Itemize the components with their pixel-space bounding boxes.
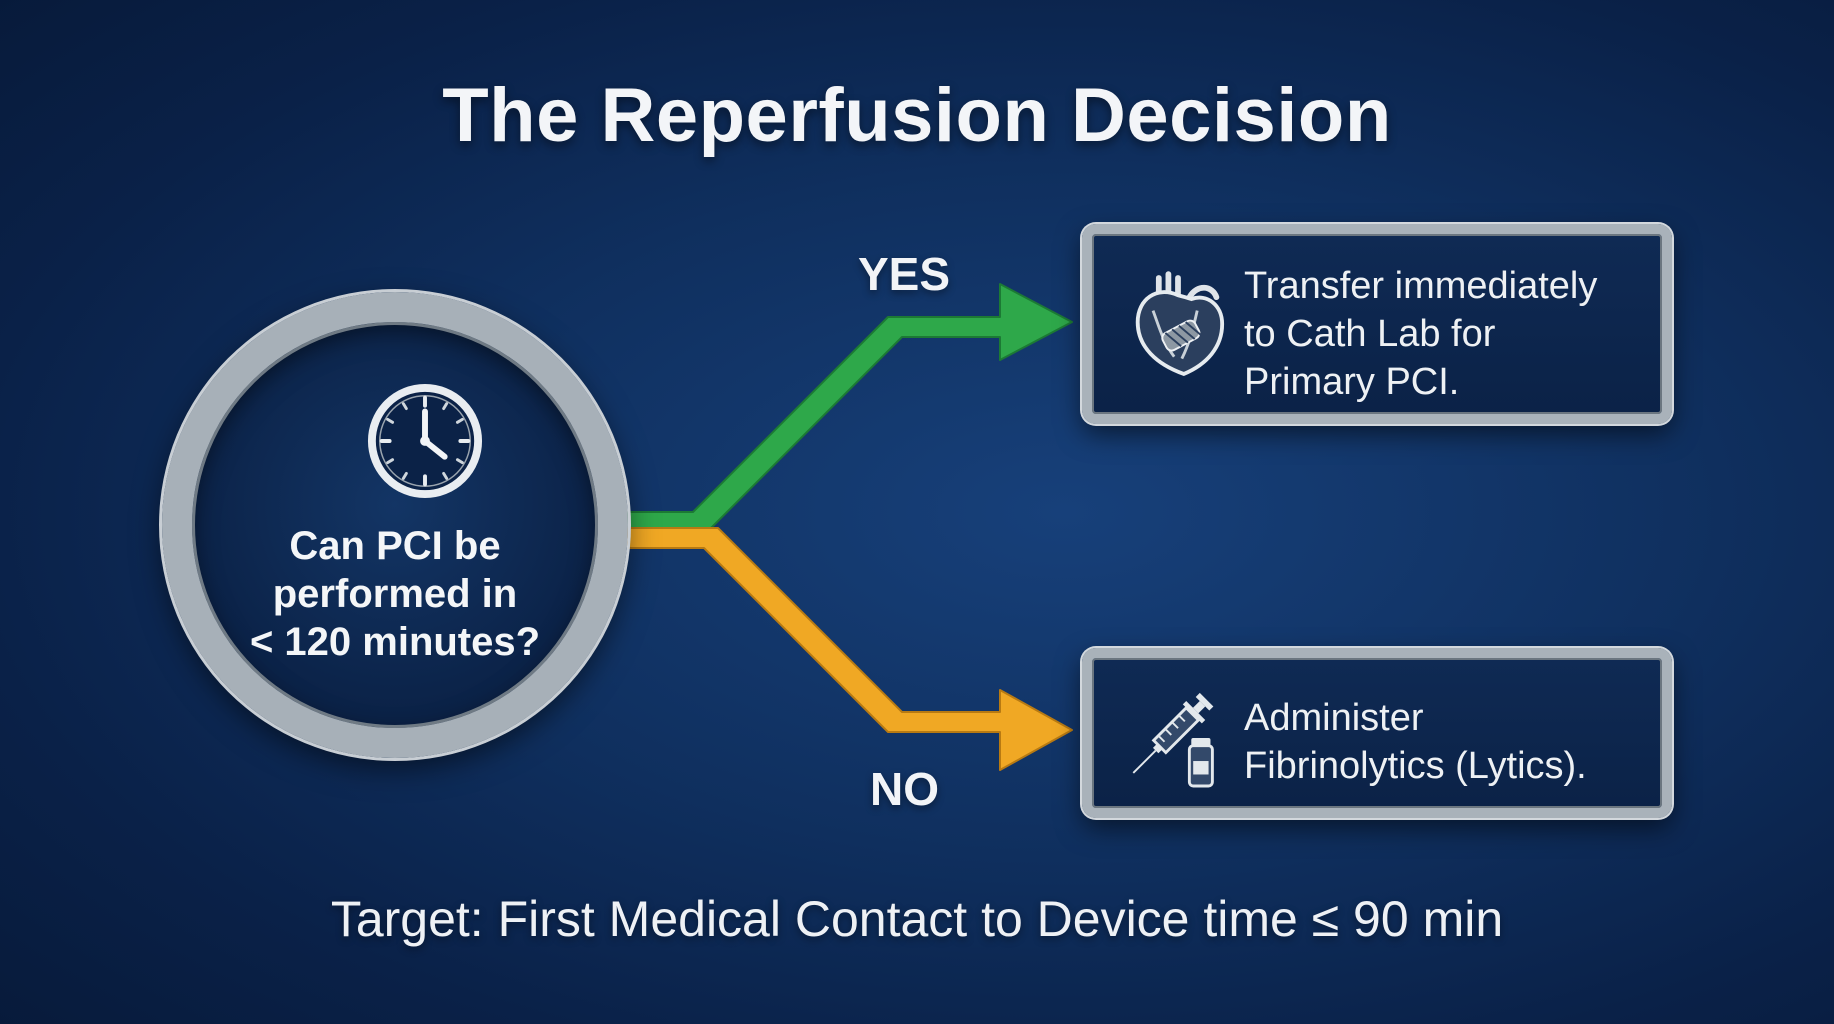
- outcome-line: Primary PCI.: [1244, 361, 1460, 403]
- decision-node: Can PCI be performed in < 120 minutes?: [162, 292, 628, 758]
- outcome-line: Fibrinolytics (Lytics).: [1244, 745, 1587, 787]
- yes-outcome-box: Transfer immediately to Cath Lab for Pri…: [1082, 224, 1672, 424]
- outcome-line: to Cath Lab for: [1244, 313, 1496, 355]
- yes-branch-label: YES: [858, 248, 951, 300]
- question-line: performed in: [272, 572, 518, 616]
- outcome-line: Administer: [1244, 697, 1424, 739]
- no-connector-arrow: [627, 527, 1073, 771]
- target-footer: Target: First Medical Contact to Device …: [330, 891, 1504, 947]
- heart-stent-icon: [1135, 271, 1225, 377]
- outcome-line: Transfer immediately: [1244, 265, 1598, 307]
- no-branch-label: NO: [870, 763, 939, 815]
- yes-outcome-text: Transfer immediately to Cath Lab for Pri…: [1244, 262, 1642, 406]
- clock-icon: [367, 383, 483, 499]
- question-line: < 120 minutes?: [249, 620, 541, 664]
- no-outcome-text: Administer Fibrinolytics (Lytics).: [1244, 694, 1642, 790]
- page-title: The Reperfusion Decision: [442, 73, 1392, 158]
- no-outcome-box: Administer Fibrinolytics (Lytics).: [1082, 648, 1672, 818]
- yes-connector-arrow: [627, 283, 1073, 533]
- decision-question: Can PCI be performed in < 120 minutes?: [212, 522, 578, 666]
- syringe-vial-icon: [1132, 692, 1214, 788]
- question-line: Can PCI be: [289, 524, 501, 568]
